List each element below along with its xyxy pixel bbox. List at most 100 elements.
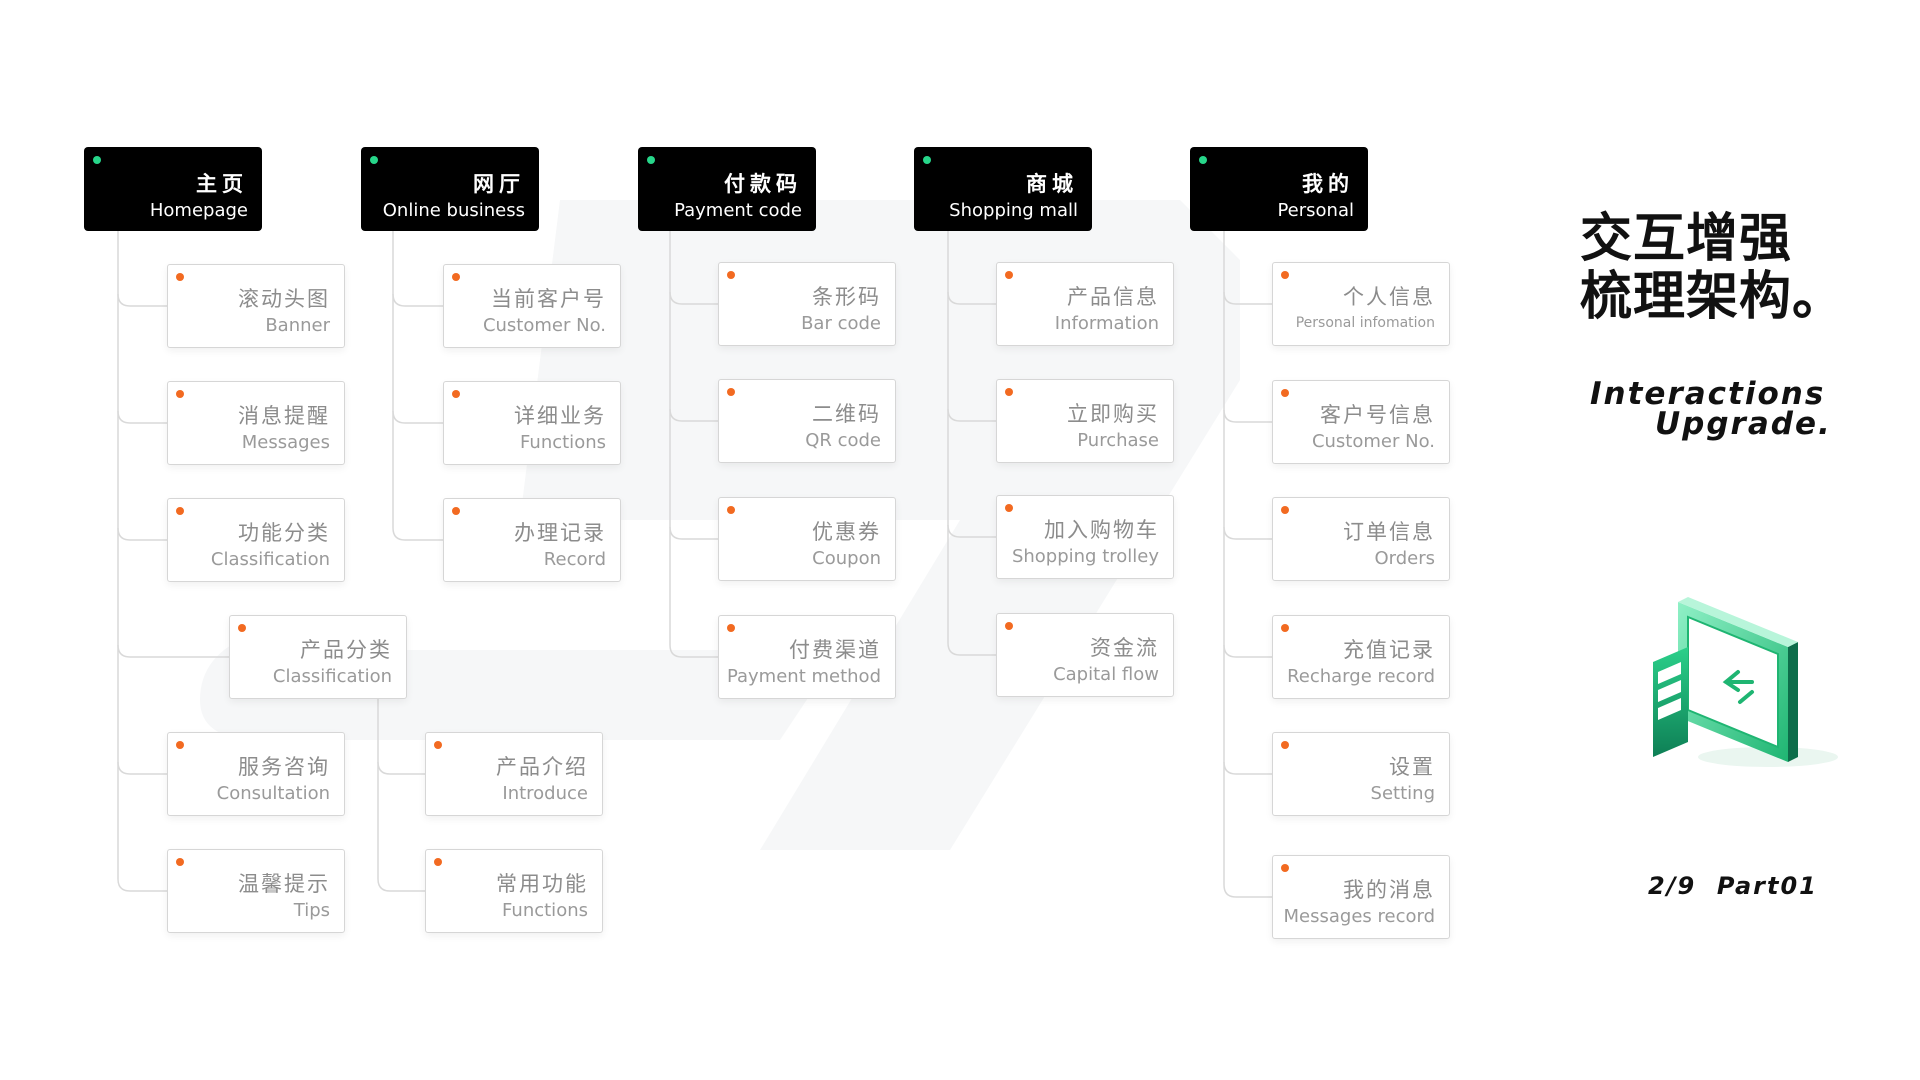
bullet-dot bbox=[1281, 506, 1289, 514]
header-zh-label: 付款码 bbox=[724, 172, 802, 196]
node-zh-label: 产品分类 bbox=[300, 638, 392, 662]
header-shopping-mall[interactable]: 商城 Shopping mall bbox=[914, 147, 1092, 231]
node-qr-code[interactable]: 二维码 QR code bbox=[718, 379, 896, 463]
status-dot bbox=[93, 156, 101, 164]
node-capital-flow[interactable]: 资金流 Capital flow bbox=[996, 613, 1174, 697]
node-en-label: Shopping trolley bbox=[1011, 546, 1159, 567]
node-banner[interactable]: 滚动头图 Banner bbox=[167, 264, 345, 348]
node-zh-label: 详细业务 bbox=[514, 404, 606, 428]
node-zh-label: 客户号信息 bbox=[1320, 403, 1435, 427]
connector-personal-branch-1 bbox=[1223, 409, 1272, 423]
node-shopping-trolley[interactable]: 加入购物车 Shopping trolley bbox=[996, 495, 1174, 579]
node-customer-no[interactable]: 当前客户号 Customer No. bbox=[443, 264, 621, 348]
node-record[interactable]: 办理记录 Record bbox=[443, 498, 621, 582]
bullet-dot bbox=[176, 507, 184, 515]
node-messages-record[interactable]: 我的消息 Messages record bbox=[1272, 855, 1450, 939]
connector-personal-branch-5 bbox=[1223, 884, 1272, 898]
connector-payment-code-branch-2 bbox=[669, 526, 718, 540]
connector-personal-branch-2 bbox=[1223, 526, 1272, 540]
node-product-classification[interactable]: 产品分类 Classification bbox=[229, 615, 407, 699]
node-zh-label: 优惠券 bbox=[812, 520, 881, 544]
header-homepage[interactable]: 主页 Homepage bbox=[84, 147, 262, 231]
header-en-label: Payment code bbox=[674, 200, 802, 221]
header-en-label: Homepage bbox=[149, 200, 248, 221]
bullet-dot bbox=[1281, 741, 1289, 749]
bullet-dot bbox=[434, 741, 442, 749]
bullet-dot bbox=[452, 390, 460, 398]
bullet-dot bbox=[1005, 271, 1013, 279]
node-en-label: Banner bbox=[265, 315, 330, 336]
bullet-dot bbox=[1281, 864, 1289, 872]
node-en-label: Classification bbox=[272, 666, 392, 687]
node-coupon[interactable]: 优惠券 Coupon bbox=[718, 497, 896, 581]
bullet-dot bbox=[238, 624, 246, 632]
node-en-label: Customer No. bbox=[482, 315, 606, 336]
node-setting[interactable]: 设置 Setting bbox=[1272, 732, 1450, 816]
bullet-dot bbox=[434, 858, 442, 866]
bullet-dot bbox=[727, 624, 735, 632]
node-en-label: Tips bbox=[293, 900, 330, 921]
node-zh-label: 办理记录 bbox=[514, 521, 606, 545]
status-dot bbox=[923, 156, 931, 164]
bullet-dot bbox=[727, 506, 735, 514]
page-indicator: 2/9 Part01 bbox=[1648, 872, 1818, 900]
node-bar-code[interactable]: 条形码 Bar code bbox=[718, 262, 896, 346]
node-functions[interactable]: 详细业务 Functions bbox=[443, 381, 621, 465]
node-zh-label: 常用功能 bbox=[496, 872, 588, 896]
slide-title-zh: 交互增强 梳理架构。 bbox=[1580, 210, 1880, 326]
slide-title-en-line1: Interactions bbox=[1590, 376, 1826, 412]
node-consultation[interactable]: 服务咨询 Consultation bbox=[167, 732, 345, 816]
node-zh-label: 充值记录 bbox=[1343, 638, 1435, 662]
connector-online-business-branch-1 bbox=[392, 410, 443, 424]
node-zh-label: 设置 bbox=[1389, 755, 1435, 779]
bullet-dot bbox=[176, 858, 184, 866]
slide-title-en-line2: Upgrade. bbox=[1655, 406, 1832, 442]
node-zh-label: 产品信息 bbox=[1067, 285, 1159, 309]
status-dot bbox=[370, 156, 378, 164]
node-zh-label: 我的消息 bbox=[1343, 878, 1435, 902]
header-online-business[interactable]: 网厅 Online business bbox=[361, 147, 539, 231]
node-en-label: Customer No. bbox=[1311, 431, 1435, 452]
bullet-dot bbox=[1005, 622, 1013, 630]
node-classification[interactable]: 功能分类 Classification bbox=[167, 498, 345, 582]
connector-online-business-branch-2 bbox=[392, 527, 443, 541]
node-orders[interactable]: 订单信息 Orders bbox=[1272, 497, 1450, 581]
node-introduce[interactable]: 产品介绍 Introduce bbox=[425, 732, 603, 816]
node-en-label: Setting bbox=[1370, 783, 1435, 804]
node-tips[interactable]: 温馨提示 Tips bbox=[167, 849, 345, 933]
connector-personal-branch-0 bbox=[1223, 291, 1272, 305]
header-payment-code[interactable]: 付款码 Payment code bbox=[638, 147, 816, 231]
connector-shopping-mall-branch-3 bbox=[947, 642, 996, 656]
node-zh-label: 订单信息 bbox=[1343, 520, 1435, 544]
connector-product-classification-branch-1 bbox=[377, 878, 425, 892]
node-en-label: Payment method bbox=[726, 666, 881, 687]
node-zh-label: 条形码 bbox=[812, 285, 881, 309]
header-personal[interactable]: 我的 Personal bbox=[1190, 147, 1368, 231]
node-zh-label: 二维码 bbox=[812, 402, 881, 426]
node-en-label: Personal infomation bbox=[1295, 315, 1435, 331]
node-payment-method[interactable]: 付费渠道 Payment method bbox=[718, 615, 896, 699]
connector-homepage-branch-0 bbox=[117, 293, 167, 307]
node-personal-info[interactable]: 个人信息 Personal infomation bbox=[1272, 262, 1450, 346]
bullet-dot bbox=[176, 390, 184, 398]
connector-product-classification-branch-0 bbox=[377, 761, 425, 775]
bullet-dot bbox=[1281, 389, 1289, 397]
status-dot bbox=[1199, 156, 1207, 164]
node-zh-label: 立即购买 bbox=[1067, 402, 1159, 426]
node-recharge-record[interactable]: 充值记录 Recharge record bbox=[1272, 615, 1450, 699]
page-number: 2/9 bbox=[1648, 872, 1697, 900]
slide-title-zh-line1: 交互增强 bbox=[1580, 209, 1793, 269]
connector-personal-branch-4 bbox=[1223, 761, 1272, 775]
node-common-functions[interactable]: 常用功能 Functions bbox=[425, 849, 603, 933]
node-purchase[interactable]: 立即购买 Purchase bbox=[996, 379, 1174, 463]
node-customer-no-info[interactable]: 客户号信息 Customer No. bbox=[1272, 380, 1450, 464]
bullet-dot bbox=[452, 507, 460, 515]
bullet-dot bbox=[727, 271, 735, 279]
connector-shopping-mall-branch-0 bbox=[947, 291, 996, 305]
header-zh-label: 网厅 bbox=[473, 172, 525, 196]
part-label: Part01 bbox=[1716, 872, 1818, 900]
node-messages[interactable]: 消息提醒 Messages bbox=[167, 381, 345, 465]
node-information[interactable]: 产品信息 Information bbox=[996, 262, 1174, 346]
node-zh-label: 服务咨询 bbox=[238, 755, 330, 779]
